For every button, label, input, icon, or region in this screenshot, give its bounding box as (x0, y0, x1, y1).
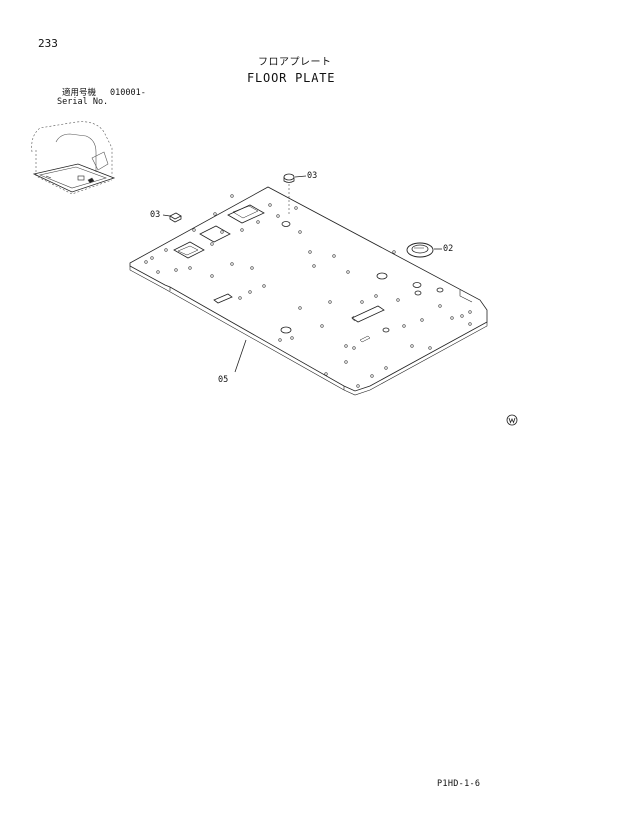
serial-label-japanese: 適用号機 (62, 88, 97, 98)
title-english: FLOOR PLATE (247, 71, 336, 85)
machine-location-thumbnail (31, 121, 116, 195)
footer-code: P1HD-1-6 (437, 779, 481, 789)
serial-value: 010001- (110, 88, 146, 98)
w-circle-logo-icon (506, 414, 518, 426)
callout-05: 05 (218, 375, 229, 385)
title-japanese: フロアプレート (258, 57, 332, 68)
callout-03-top: 03 (307, 171, 318, 181)
page-number: 233 (38, 37, 58, 50)
callout-03-left: 03 (150, 210, 161, 220)
callout-02: 02 (443, 244, 454, 254)
serial-label-english: Serial No. (57, 97, 109, 107)
